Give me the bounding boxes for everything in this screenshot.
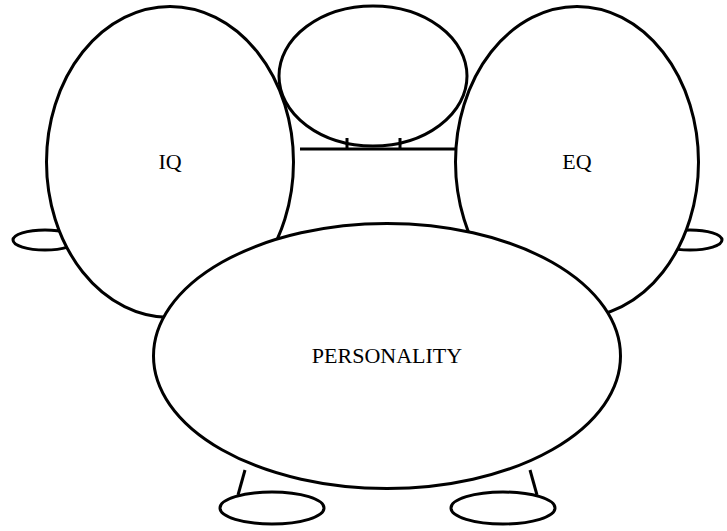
shoulders bbox=[300, 148, 455, 151]
right-foot bbox=[451, 492, 555, 524]
right-leg bbox=[530, 470, 537, 495]
ellipse-shape bbox=[154, 224, 621, 489]
neck bbox=[399, 138, 402, 150]
ellipse-label: IQ bbox=[158, 149, 181, 175]
ellipse-label: PERSONALITY bbox=[312, 343, 462, 369]
personality-ellipse: PERSONALITY bbox=[152, 222, 622, 490]
head bbox=[279, 6, 467, 146]
ellipse-label: EQ bbox=[562, 149, 591, 175]
left-leg bbox=[238, 470, 245, 495]
neck bbox=[346, 138, 349, 150]
left-foot bbox=[220, 492, 324, 524]
